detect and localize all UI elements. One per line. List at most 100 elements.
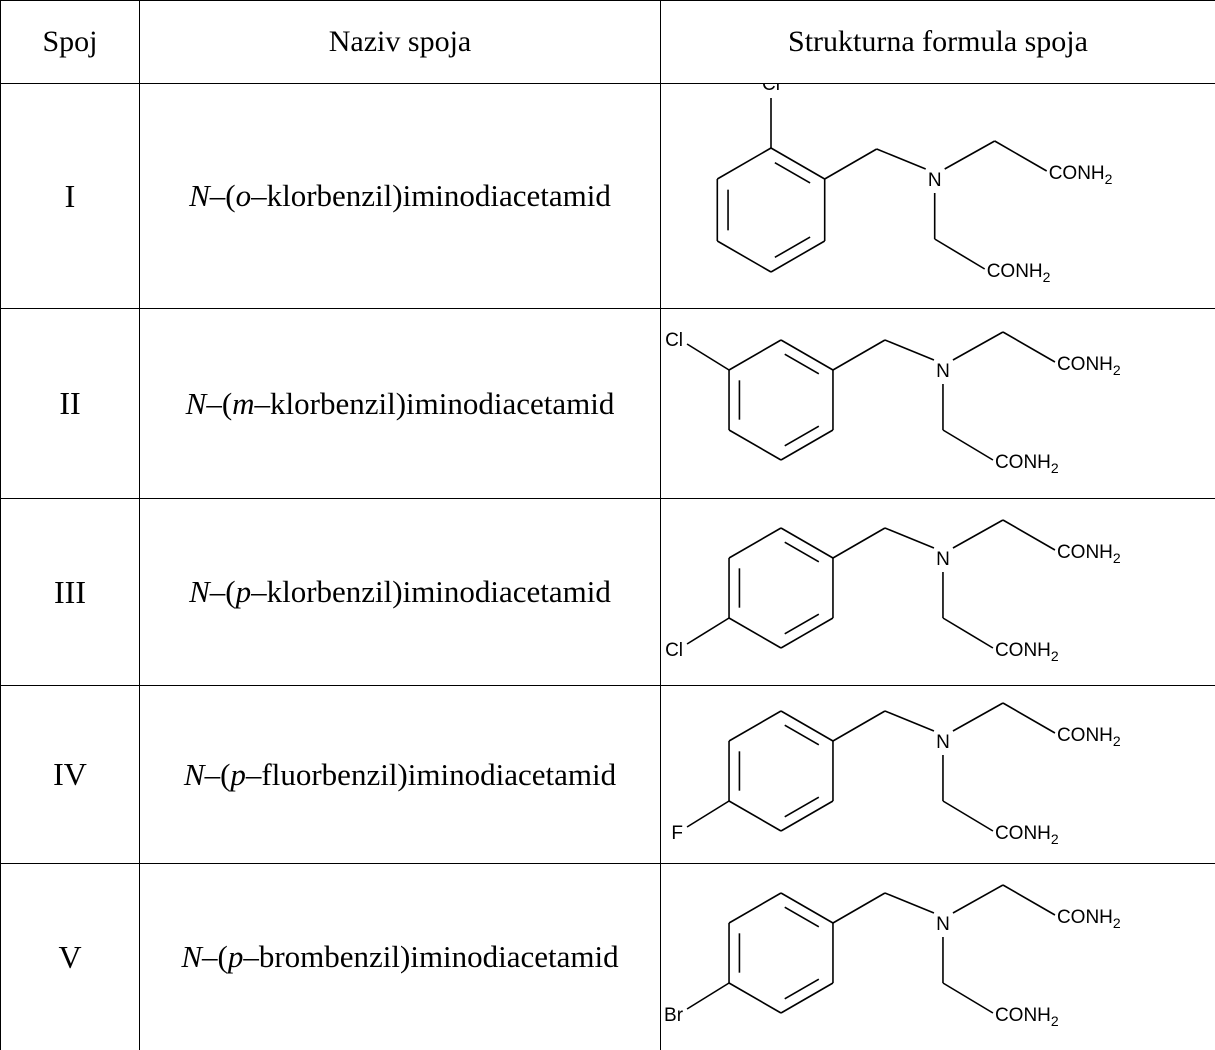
double-bond — [785, 542, 819, 562]
ring-bond — [717, 241, 771, 272]
amide-label: CONH2 — [1057, 354, 1121, 378]
name-position: p — [236, 574, 252, 609]
substituent-atom: Cl — [762, 84, 780, 95]
substituent-bond — [687, 983, 729, 1009]
name-rest: –klorbenzil)iminodiacetamid — [251, 574, 611, 609]
name-rest: –brombenzil)iminodiacetamid — [243, 939, 618, 974]
name-rest: –klorbenzil)iminodiacetamid — [251, 178, 611, 213]
name-prefix: N — [186, 386, 207, 421]
name-rest: –fluorbenzil)iminodiacetamid — [246, 757, 616, 792]
arm-bond — [1003, 520, 1055, 550]
name-position: m — [232, 386, 254, 421]
table-row: IV N–(p–fluorbenzil)iminodiacetamid N CON… — [1, 686, 1215, 864]
name-position: p — [230, 757, 246, 792]
substituent-atom: Cl — [665, 640, 683, 661]
table-header-row: Spoj Naziv spoja Strukturna formula spoj… — [1, 1, 1215, 84]
nitrogen-atom: N — [936, 361, 950, 382]
name-sep: –( — [210, 574, 236, 609]
substituent-atom: Br — [664, 1005, 684, 1026]
compound-id: II — [1, 309, 140, 499]
compound-name: N–(m–klorbenzil)iminodiacetamid — [140, 309, 661, 499]
name-sep: –( — [202, 939, 228, 974]
arm-bond — [953, 885, 1003, 913]
arm-bond — [953, 520, 1003, 548]
ring-bond — [781, 528, 833, 558]
nitrogen-atom: N — [936, 732, 950, 753]
benzyl-bond — [833, 893, 885, 923]
substituent-bond — [687, 344, 729, 370]
ring-bond — [771, 241, 825, 272]
name-prefix: N — [181, 939, 202, 974]
name-prefix: N — [189, 574, 210, 609]
ring-bond — [781, 618, 833, 648]
compound-name: N–(p–fluorbenzil)iminodiacetamid — [140, 686, 661, 864]
name-position: o — [236, 178, 252, 213]
amide-label: CONH2 — [987, 261, 1051, 285]
nitrogen-atom: N — [936, 914, 950, 935]
arm-bond — [943, 801, 993, 831]
ch2-n-bond — [877, 149, 926, 169]
nitrogen-atom: N — [936, 549, 950, 570]
compound-name: N–(p–klorbenzil)iminodiacetamid — [140, 499, 661, 686]
name-rest: –klorbenzil)iminodiacetamid — [255, 386, 615, 421]
ch2-n-bond — [885, 711, 934, 731]
compound-name: N–(p–brombenzil)iminodiacetamid — [140, 864, 661, 1050]
substituent-bond — [687, 801, 729, 827]
arm-bond — [943, 430, 993, 460]
ring-bond — [729, 340, 781, 370]
amide-label: CONH2 — [1049, 163, 1113, 187]
ch2-n-bond — [885, 893, 934, 913]
arm-bond — [1003, 703, 1055, 733]
ring-bond — [729, 528, 781, 558]
ring-bond — [781, 430, 833, 460]
arm-bond — [995, 141, 1047, 171]
amide-label: CONH2 — [995, 640, 1059, 664]
arm-bond — [1003, 885, 1055, 915]
ring-bond — [781, 983, 833, 1013]
compound-id: IV — [1, 686, 140, 864]
amide-label: CONH2 — [1057, 907, 1121, 931]
name-sep: –( — [210, 178, 236, 213]
arm-bond — [935, 239, 985, 269]
name-prefix: N — [189, 178, 210, 213]
ring-bond — [729, 983, 781, 1013]
amide-label: CONH2 — [995, 823, 1059, 847]
header-struktura: Strukturna formula spoja — [661, 1, 1215, 84]
double-bond — [785, 354, 819, 374]
ring-bond — [729, 711, 781, 741]
amide-label: CONH2 — [995, 452, 1059, 476]
compound-id: I — [1, 84, 140, 309]
benzyl-bond — [833, 340, 885, 370]
ch2-n-bond — [885, 340, 934, 360]
amide-label: CONH2 — [995, 1005, 1059, 1029]
substituent-atom: Cl — [665, 330, 683, 351]
benzyl-bond — [825, 149, 877, 179]
arm-bond — [943, 618, 993, 648]
ring-bond — [729, 430, 781, 460]
double-bond — [775, 237, 810, 257]
arm-bond — [1003, 332, 1055, 362]
ring-bond — [729, 618, 781, 648]
ring-bond — [781, 801, 833, 831]
ring-bond — [781, 711, 833, 741]
ring-bond — [729, 893, 781, 923]
arm-bond — [945, 141, 995, 169]
amide-label: CONH2 — [1057, 725, 1121, 749]
arm-bond — [943, 983, 993, 1013]
ring-bond — [729, 801, 781, 831]
name-sep: –( — [206, 386, 232, 421]
double-bond — [775, 163, 810, 183]
amide-label: CONH2 — [1057, 542, 1121, 566]
nitrogen-atom: N — [928, 170, 942, 191]
